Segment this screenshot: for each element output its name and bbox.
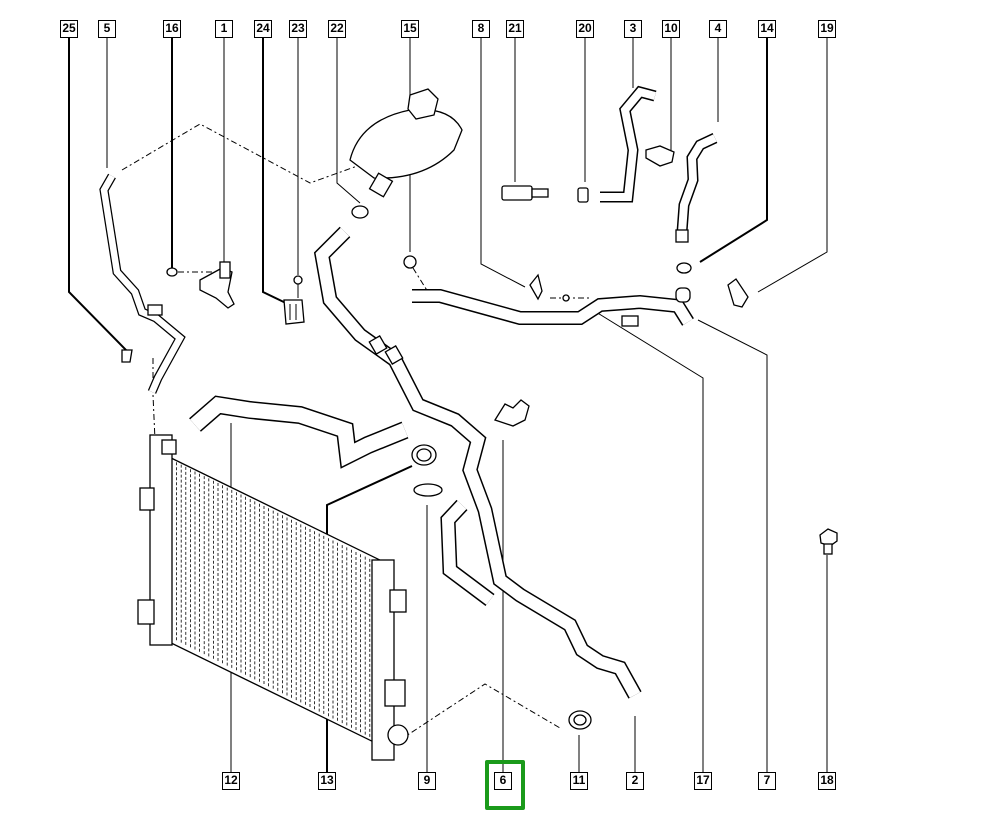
part-19-connector	[727, 278, 749, 308]
callout-15[interactable]: 15	[401, 20, 419, 38]
callout-3[interactable]: 3	[624, 20, 642, 38]
part-13-clamp	[411, 444, 437, 466]
part-5-bypass-pipe	[99, 173, 186, 394]
callout-7[interactable]: 7	[758, 772, 776, 790]
part-25-clip	[121, 349, 133, 363]
callout-11[interactable]: 11	[570, 772, 588, 790]
part-1-bracket	[199, 261, 235, 309]
callout-4[interactable]: 4	[709, 20, 727, 38]
callout-18[interactable]: 18	[818, 772, 836, 790]
callout-12[interactable]: 12	[222, 772, 240, 790]
callout-1[interactable]: 1	[215, 20, 233, 38]
highlight-box	[485, 760, 525, 810]
part-20-cap	[577, 187, 589, 203]
part-23-bolt	[293, 275, 303, 298]
part-10-bracket	[645, 145, 675, 167]
part-15-clip	[403, 255, 429, 293]
callout-6[interactable]: 6	[494, 772, 512, 790]
callout-16[interactable]: 16	[163, 20, 181, 38]
part-24-bracket	[283, 299, 305, 325]
callout-13[interactable]: 13	[318, 772, 336, 790]
callout-5[interactable]: 5	[98, 20, 116, 38]
callout-19[interactable]: 19	[818, 20, 836, 38]
callout-17[interactable]: 17	[694, 772, 712, 790]
part-22-expansion-tank	[349, 88, 463, 219]
callout-8[interactable]: 8	[472, 20, 490, 38]
part-11-clamp	[568, 710, 592, 730]
radiator	[137, 434, 409, 761]
part-8-upper-hose	[412, 273, 694, 327]
callout-23[interactable]: 23	[289, 20, 307, 38]
part-14-clip	[676, 262, 692, 274]
callout-14[interactable]: 14	[758, 20, 776, 38]
part-9-clamp	[413, 483, 443, 497]
callout-22[interactable]: 22	[328, 20, 346, 38]
callout-10[interactable]: 10	[662, 20, 680, 38]
part-4-hose	[675, 133, 718, 243]
callout-21[interactable]: 21	[506, 20, 524, 38]
part-18-bolt	[819, 528, 838, 555]
reference-lines	[121, 123, 590, 741]
part-16-bolt	[166, 267, 178, 277]
part-21-sensor	[501, 185, 549, 201]
callout-9[interactable]: 9	[418, 772, 436, 790]
callout-24[interactable]: 24	[254, 20, 272, 38]
callout-25[interactable]: 25	[60, 20, 78, 38]
part-3-hose	[600, 85, 657, 203]
part-12-radiator-upper-hose	[189, 395, 409, 469]
callout-20[interactable]: 20	[576, 20, 594, 38]
part-6-clip	[494, 399, 530, 427]
callout-2[interactable]: 2	[626, 772, 644, 790]
part-6-radiator-hose	[313, 226, 642, 699]
